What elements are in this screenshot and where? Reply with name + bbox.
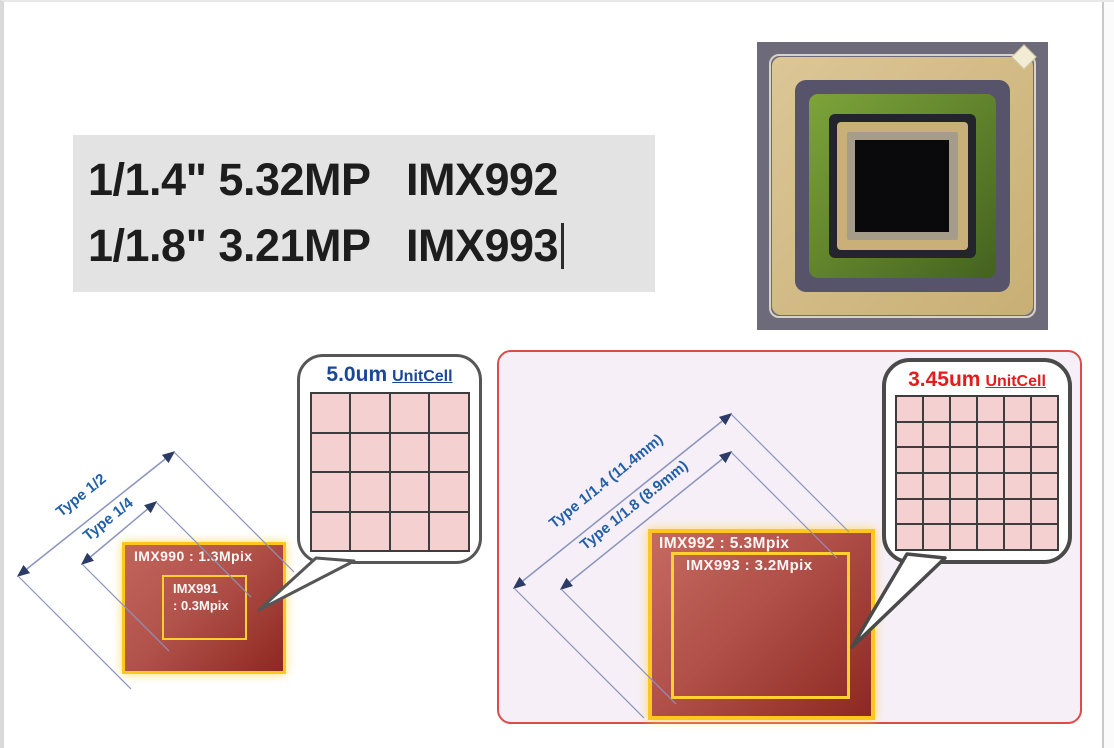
unit-cell (390, 512, 428, 550)
imx992-label: IMX992 : 5.3Mpix (659, 535, 790, 552)
unit-cell (1005, 397, 1030, 421)
page-right-border (1102, 2, 1104, 748)
imx993-label: IMX993 : 3.2Mpix (686, 557, 813, 574)
imx990-label: IMX990 : 1.3Mpix (134, 548, 253, 564)
imx990-size-box[interactable]: IMX990 : 1.3Mpix IMX991 : 0.3Mpix (122, 542, 286, 674)
pixel-grid-4x4 (309, 392, 470, 552)
type-1-4-label: Type 1/4 (80, 494, 137, 545)
unit-cell (430, 473, 468, 511)
unit-cell (897, 422, 922, 447)
unit-cell (351, 433, 389, 471)
unit-cell (430, 433, 468, 471)
unit-cell (1005, 499, 1030, 524)
unit-cell (924, 473, 949, 498)
unit-cell (924, 397, 949, 421)
page-right-margin (1104, 2, 1114, 748)
unit-cell (1005, 473, 1030, 498)
unit-cell (351, 394, 389, 432)
spec-model-label: IMX993 (406, 220, 559, 271)
unit-cell (924, 499, 949, 524)
unit-cell (951, 525, 976, 549)
pixel-grid-6x6 (895, 395, 1059, 551)
pixel-array-area (855, 140, 949, 232)
unit-cell (1032, 422, 1057, 447)
spec-size-label: 1/1.8" 3.21MP (88, 220, 371, 271)
imx991-label-line2: : 0.3Mpix (173, 598, 229, 613)
unit-cell (390, 473, 428, 511)
unit-cell (978, 473, 1003, 498)
spec-row-imx993: 1/1.8" 3.21MP IMX993 (88, 213, 655, 279)
unit-cell (351, 473, 389, 511)
unit-cell (1005, 422, 1030, 447)
unit-cell (430, 394, 468, 432)
unit-cell (897, 397, 922, 421)
unit-cell (924, 525, 949, 549)
spec-size-label: 1/1.4" 5.32MP (88, 154, 371, 205)
unit-cell (311, 512, 349, 550)
imx992-size-box[interactable]: IMX992 : 5.3Mpix IMX993 : 3.2Mpix (648, 529, 875, 720)
unit-cell (978, 422, 1003, 447)
unit-cell (1032, 525, 1057, 549)
unit-cell (951, 397, 976, 421)
unit-cell (351, 512, 389, 550)
unit-cell (390, 394, 428, 432)
unit-cell (1032, 473, 1057, 498)
unit-cell (897, 525, 922, 549)
imx993-size-box[interactable]: IMX993 : 3.2Mpix (671, 552, 850, 699)
unit-cell (1032, 499, 1057, 524)
unit-cell (1005, 525, 1030, 549)
spec-model-label: IMX992 (406, 154, 559, 205)
type-1-2-label: Type 1/2 (53, 470, 110, 520)
package-seal-line (769, 54, 1036, 318)
unit-cell (951, 448, 976, 472)
cell-size-value: 5.0um (326, 363, 388, 386)
unit-cell (951, 473, 976, 498)
unit-cell (978, 499, 1003, 524)
unit-cell (978, 448, 1003, 472)
extension-line (17, 575, 132, 690)
unit-cell (390, 433, 428, 471)
unit-cell (978, 397, 1003, 421)
unit-cell (924, 422, 949, 447)
unit-cell (897, 448, 922, 472)
unit-cell (951, 499, 976, 524)
unit-cell (1032, 448, 1057, 472)
imx991-label-line1: IMX991 (173, 581, 218, 596)
sensor-package-photo[interactable] (757, 42, 1048, 330)
unit-cell (897, 473, 922, 498)
unit-cell (311, 394, 349, 432)
unit-cell (1032, 397, 1057, 421)
unit-cell (978, 525, 1003, 549)
spec-row-imx992: 1/1.4" 5.32MP IMX992 (88, 147, 655, 213)
text-cursor (561, 223, 565, 269)
unit-cell (951, 422, 976, 447)
unit-cell (311, 473, 349, 511)
cell-size-value: 3.45um (908, 368, 981, 391)
unitcell-word: UnitCell (985, 373, 1046, 390)
spec-textbox[interactable]: 1/1.4" 5.32MP IMX992 1/1.8" 3.21MP IMX99… (73, 135, 655, 292)
unit-cell (311, 433, 349, 471)
unit-cell (1005, 448, 1030, 472)
unitcell-word: UnitCell (392, 368, 453, 385)
imx991-size-box[interactable]: IMX991 : 0.3Mpix (162, 575, 247, 640)
unit-cell (430, 512, 468, 550)
unit-cell (897, 499, 922, 524)
unit-cell (924, 448, 949, 472)
